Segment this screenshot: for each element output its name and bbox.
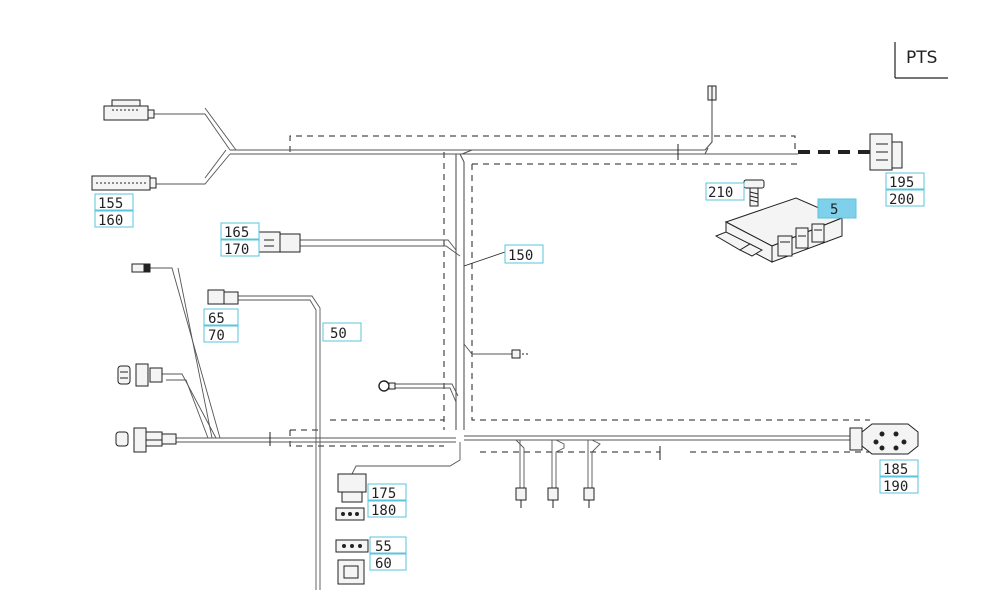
callout-190-label: 190 xyxy=(883,479,908,495)
callout-165-label: 165 xyxy=(224,225,249,241)
callout-5: 5 xyxy=(817,198,857,219)
bolt-icon xyxy=(743,179,765,207)
callout-180-label: 180 xyxy=(371,503,396,519)
callout-50: 50 xyxy=(322,322,362,342)
ring-terminal-icon xyxy=(378,380,396,392)
callout-210-label: 210 xyxy=(708,185,733,201)
callout-70: 70 xyxy=(203,325,239,344)
connector-185-icon xyxy=(849,423,919,455)
connector-165-icon xyxy=(257,231,301,253)
callout-200: 200 xyxy=(885,189,925,208)
callout-195-label: 195 xyxy=(889,175,914,191)
callout-175: 175 xyxy=(367,483,407,502)
callout-60-label: 60 xyxy=(375,556,392,572)
callout-170: 170 xyxy=(220,239,260,258)
connector-top-vertical-icon xyxy=(707,85,717,101)
terminal-left-icon xyxy=(131,263,151,273)
callout-160-label: 160 xyxy=(98,213,123,229)
connectors xyxy=(91,85,919,585)
callout-195: 195 xyxy=(885,172,925,191)
terminal-mid-icon xyxy=(511,349,530,359)
callout-175-label: 175 xyxy=(371,486,396,502)
pts-label: PTS xyxy=(906,48,937,68)
dashed-outlines xyxy=(289,135,870,453)
connector-175-icon xyxy=(335,473,367,521)
connector-155-icon xyxy=(91,175,157,191)
connector-left-bottom-icon xyxy=(115,427,177,453)
connector-left-mid-icon xyxy=(117,363,163,387)
callout-165: 165 xyxy=(220,222,260,241)
connector-55-icon xyxy=(335,539,369,585)
callout-210: 210 xyxy=(705,182,745,201)
callout-50-label: 50 xyxy=(330,326,347,342)
connector-195-icon xyxy=(869,133,903,171)
callout-200-label: 200 xyxy=(889,192,914,208)
callout-55: 55 xyxy=(369,536,407,555)
callout-150-label: 150 xyxy=(508,248,533,264)
callout-55-label: 55 xyxy=(375,539,392,555)
callout-170-label: 170 xyxy=(224,242,249,258)
callout-180: 180 xyxy=(367,500,407,519)
connector-65-icon xyxy=(207,289,239,305)
callout-190: 190 xyxy=(879,476,919,495)
callout-185: 185 xyxy=(879,459,919,478)
callout-185-label: 185 xyxy=(883,462,908,478)
callout-60: 60 xyxy=(369,553,407,572)
callout-5-label: 5 xyxy=(830,202,838,218)
control-module-icon xyxy=(714,197,844,263)
connector-top-left-icon xyxy=(103,99,155,121)
callout-150: 150 xyxy=(504,244,544,264)
pts-header: PTS xyxy=(894,42,948,79)
callout-65: 65 xyxy=(203,308,239,327)
callout-155-label: 155 xyxy=(98,196,123,212)
callout-65-label: 65 xyxy=(208,311,225,327)
callout-160: 160 xyxy=(94,210,134,229)
drop-connectors-icon xyxy=(515,487,595,508)
callout-155: 155 xyxy=(94,193,134,212)
harness-wires xyxy=(150,90,870,590)
callout-70-label: 70 xyxy=(208,328,225,344)
